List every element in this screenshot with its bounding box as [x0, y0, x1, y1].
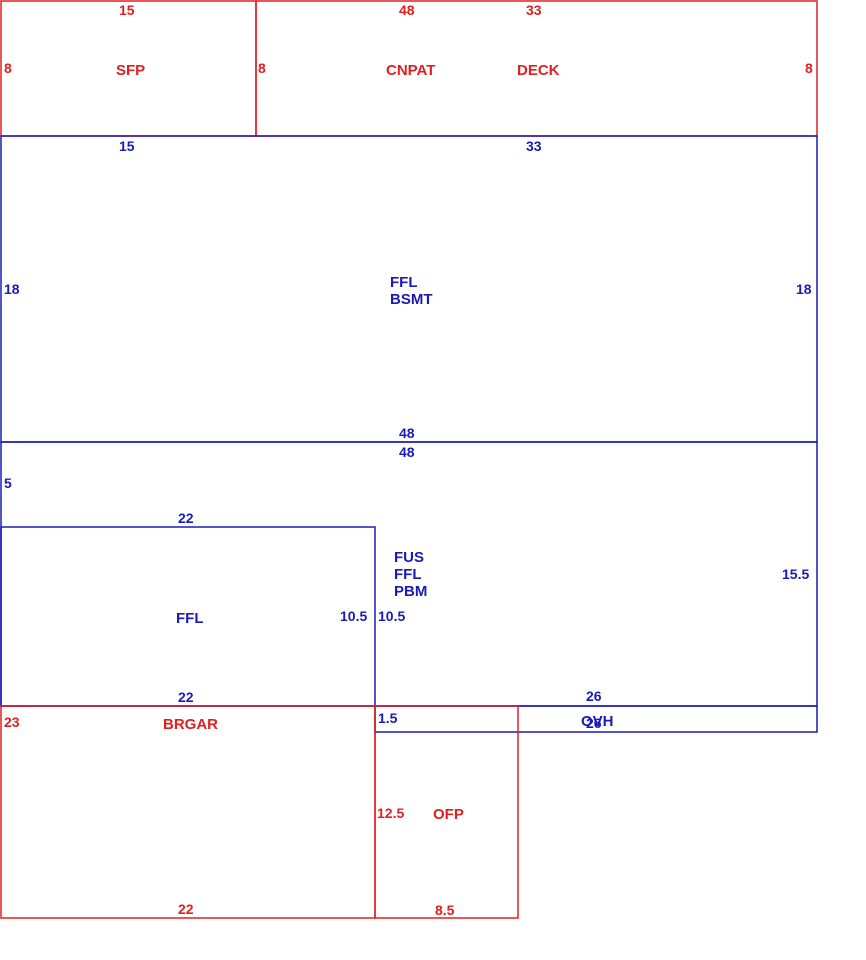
- area-label-line: FFL: [394, 566, 422, 583]
- area-label-brgar: BRGAR: [163, 716, 218, 733]
- area-label-deck: DECK: [517, 62, 560, 79]
- dim-bsmt-right: 18: [796, 281, 812, 297]
- dim-main-inner-left: 10.5: [378, 608, 405, 624]
- dim-ovh-bottom: 26: [586, 715, 602, 731]
- dim-deck-top: 33: [526, 2, 542, 18]
- dim-cnpat-left: 8: [258, 60, 266, 76]
- dim-ovh-left: 1.5: [378, 710, 398, 726]
- dim-cnpat-top: 48: [399, 2, 415, 18]
- dim-ofp-bottom: 8.5: [435, 902, 455, 918]
- area-label-line: FUS: [394, 549, 424, 566]
- area-label-line: FFL: [390, 274, 418, 291]
- area-label-sfp: SFP: [116, 62, 145, 79]
- dim-bsmt-top-15: 15: [119, 138, 135, 154]
- dim-bsmt-bottom: 48: [399, 425, 415, 441]
- dim-bsmt-left: 18: [4, 281, 20, 297]
- dim-sfp-left: 8: [4, 60, 12, 76]
- dim-main-bottom: 26: [586, 688, 602, 704]
- area-label-line: BSMT: [390, 291, 433, 308]
- dim-sfp-top: 15: [119, 2, 135, 18]
- ofp-outline: [374, 705, 519, 919]
- dim-main-left: 5: [4, 475, 12, 491]
- dim-brgar-left: 23: [4, 714, 20, 730]
- dim-brgar-bottom: 22: [178, 901, 194, 917]
- dim-main-top: 48: [399, 444, 415, 460]
- area-label-ffl-left: FFL: [176, 610, 204, 627]
- area-label-ovh: OVH: [581, 713, 614, 730]
- dim-ffl-right: 10.5: [340, 608, 367, 624]
- area-label-line: PBM: [394, 583, 427, 600]
- dim-deck-right: 8: [805, 60, 813, 76]
- area-label-ofp: OFP: [433, 806, 464, 823]
- dim-ffl-top: 22: [178, 510, 194, 526]
- dim-ofp-left: 12.5: [377, 805, 404, 821]
- dim-bsmt-top-33: 33: [526, 138, 542, 154]
- brgar-outline: [0, 705, 376, 919]
- area-label-cnpat: CNPAT: [386, 62, 435, 79]
- dim-main-right: 15.5: [782, 566, 809, 582]
- dim-ffl-bottom: 22: [178, 689, 194, 705]
